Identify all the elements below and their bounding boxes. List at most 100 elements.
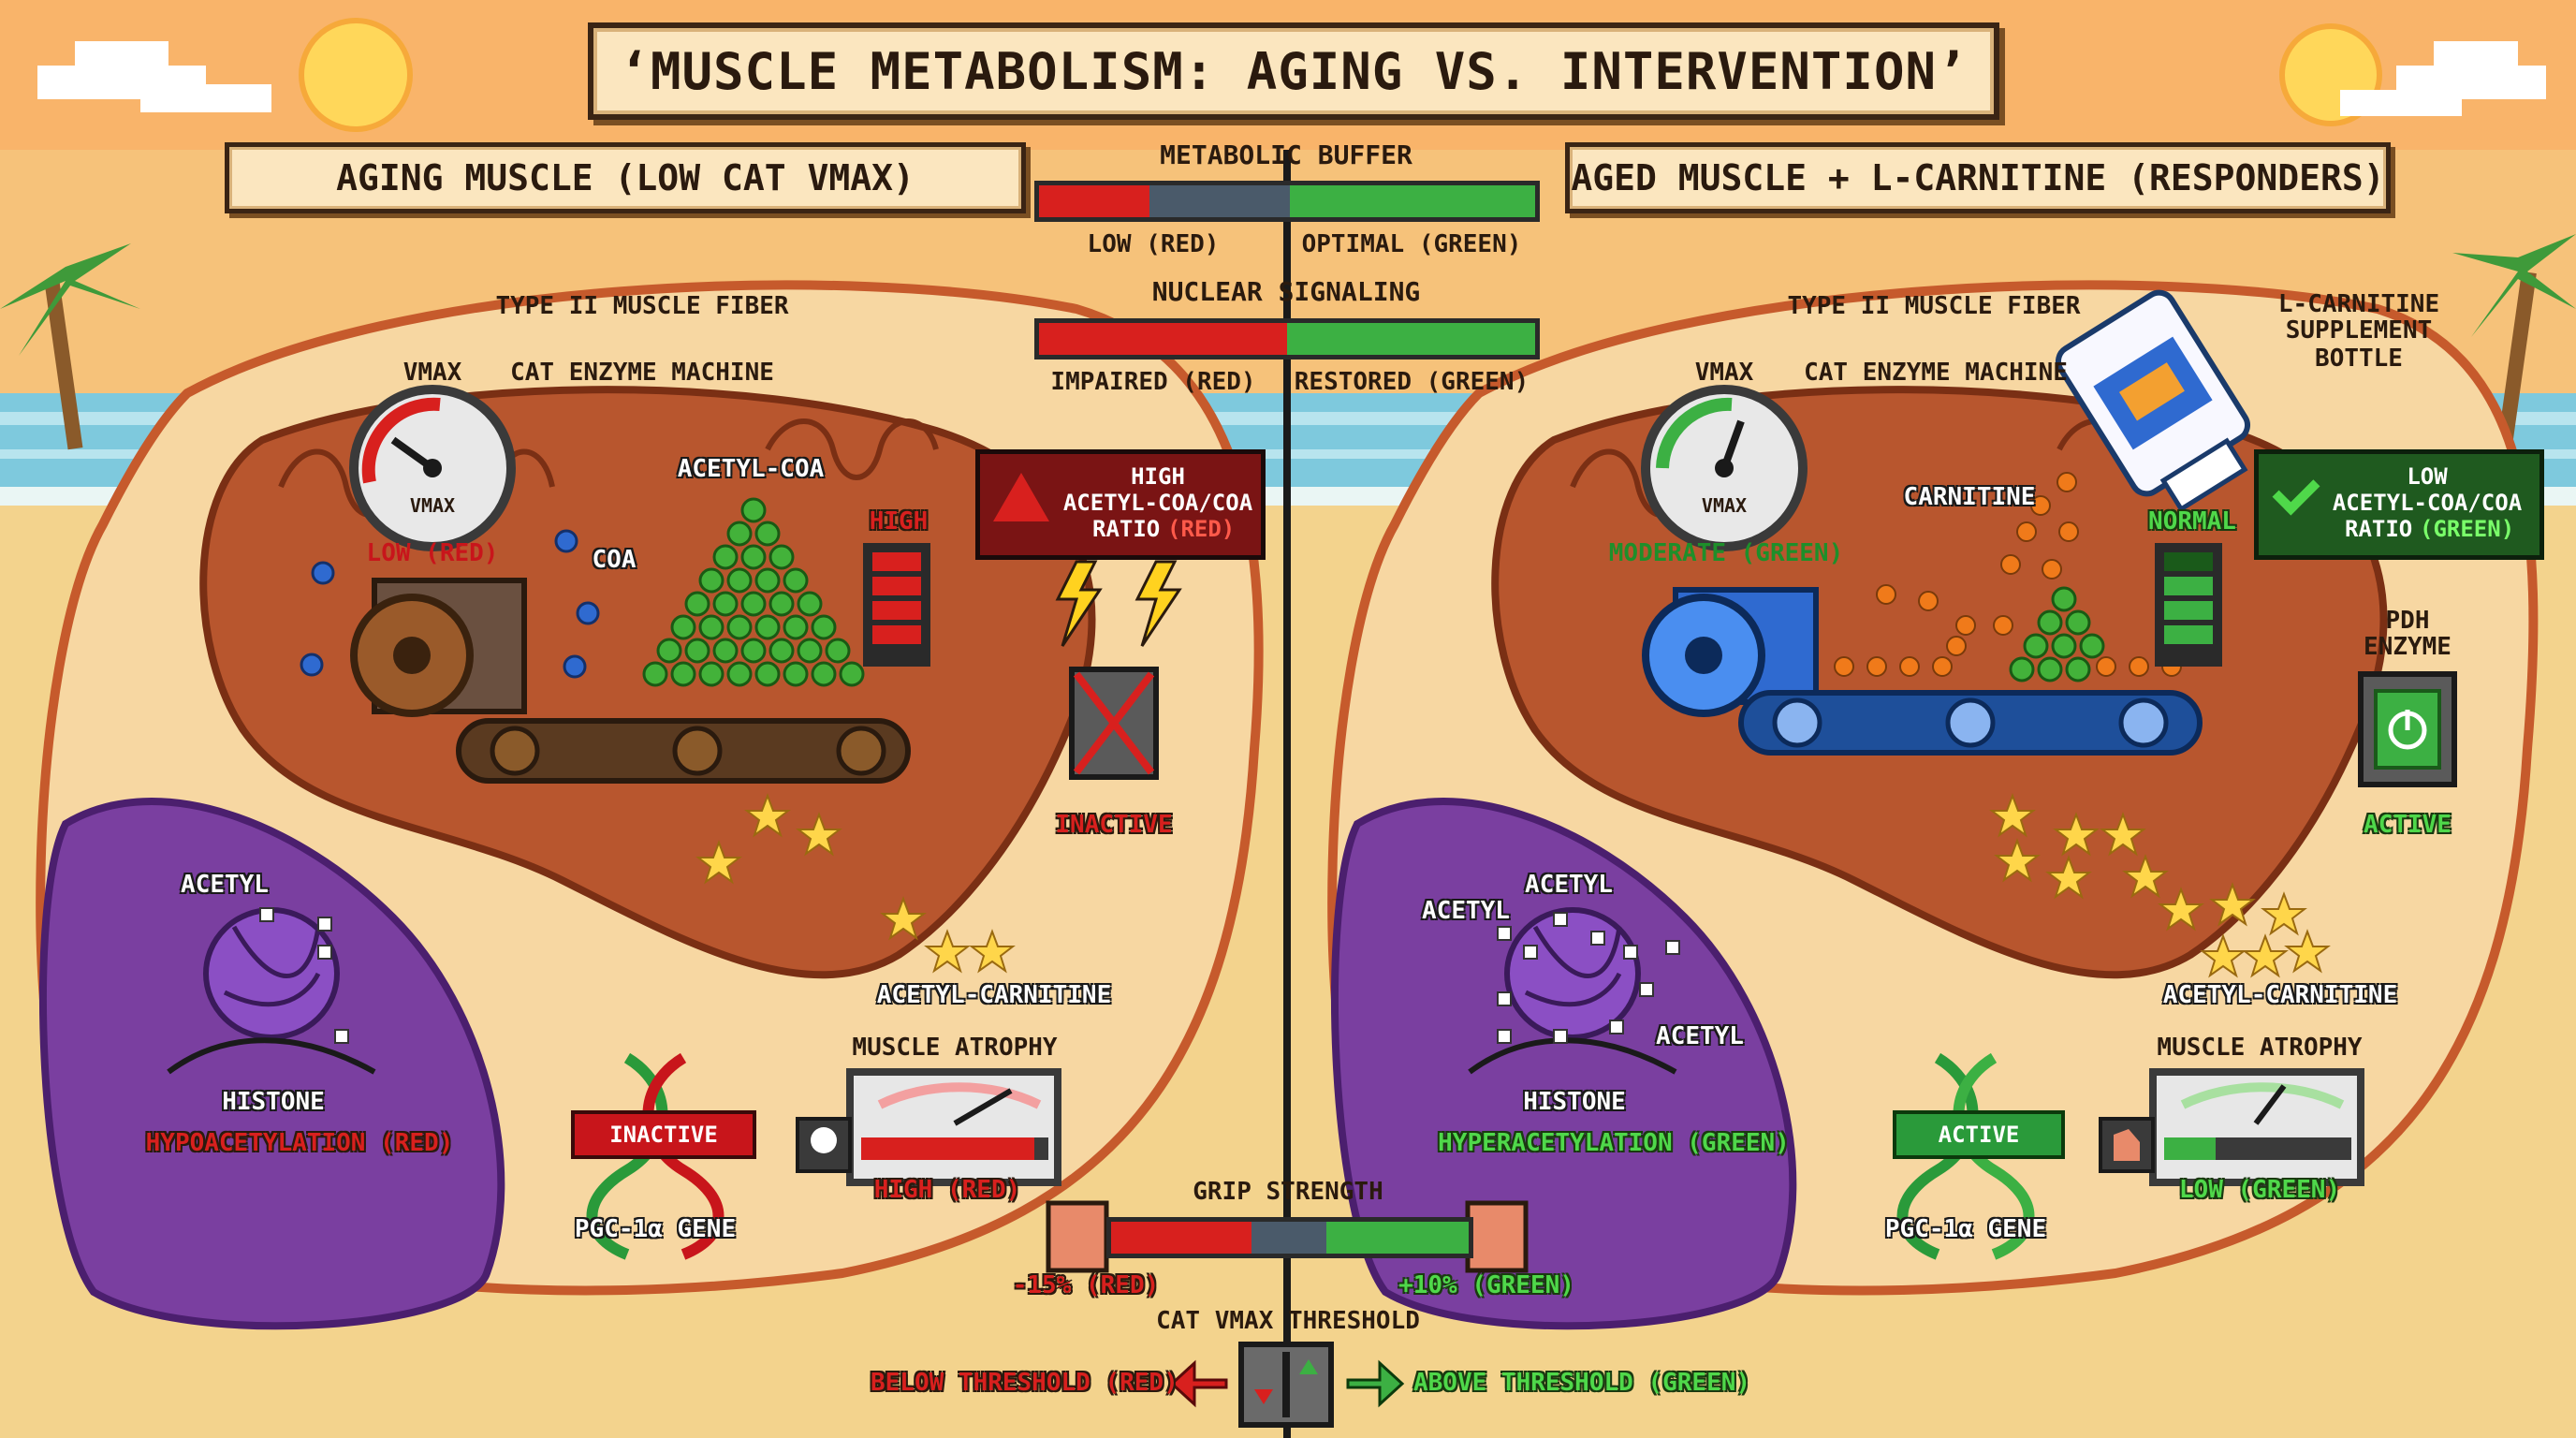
left-level-label: HIGH [869, 507, 929, 536]
main-title: ‘MUSCLE METABOLISM: AGING VS. INTERVENTI… [619, 41, 1969, 101]
right-ratio-indicator: LOW ACETYL-COA/COA RATIO (GREEN) [2254, 449, 2544, 560]
left-fiber-label: TYPE II MUSCLE FIBER [495, 292, 789, 320]
right-atrophy-label: MUSCLE ATROPHY [2157, 1034, 2363, 1062]
right-atrophy-status: LOW (GREEN) [2178, 1176, 2341, 1204]
threshold-switch-icon [1238, 1342, 1334, 1428]
right-histone-status: HYPERACETYLATION (GREEN) [1438, 1129, 1790, 1157]
right-acetyl-markers [1497, 912, 1680, 1044]
left-acetyl-carnitine-stars [695, 793, 1016, 974]
left-gene-badge-text: INACTIVE [609, 1122, 718, 1148]
palm-tree-right-icon [2452, 234, 2576, 460]
cloud-left-icon [37, 41, 271, 112]
right-ratio-status: (GREEN) [2420, 516, 2515, 542]
left-vmax-label: VMAX [402, 359, 462, 387]
left-acetyl-coa-label: ACETYL-COA [677, 455, 825, 483]
left-panel-title: AGING MUSCLE (LOW CAT VMAX) [336, 157, 915, 198]
right-bottle-line2: SUPPLEMENT [2285, 316, 2433, 345]
right-gene-label: PGC-1α GENE [1884, 1215, 2047, 1243]
left-vmax-gauge-icon [349, 385, 516, 551]
right-level-label: NORMAL [2148, 507, 2236, 536]
right-nucleus [1331, 798, 1797, 1330]
left-pdh-status: INACTIVE [1055, 811, 1173, 839]
right-pdh-status: ACTIVE [2364, 811, 2452, 839]
right-atrophy-meter-icon [2099, 1068, 2364, 1186]
right-gene-badge-text: ACTIVE [1938, 1122, 2020, 1148]
left-ratio-line1: HIGH [1131, 463, 1185, 490]
metabolic-buffer-bar [1034, 181, 1540, 222]
threshold-label: CAT VMAX THRESHOLD [1156, 1307, 1420, 1335]
right-acetyl-carnitine-label: ACETYL-CARNITINE [2162, 981, 2398, 1009]
grip-strength-bar [1106, 1217, 1473, 1258]
grip-strength-label: GRIP STRENGTH [1193, 1178, 1383, 1206]
nuclear-signaling-bar [1034, 318, 1540, 360]
grip-strength-left: -15% (RED) [1012, 1271, 1160, 1299]
left-acetyl-coa-pile [642, 497, 865, 687]
right-ratio-line2: ACETYL-COA/COA [2332, 490, 2523, 516]
right-bottle-line3: BOTTLE [2315, 345, 2403, 373]
right-acetyl-carnitine-stars [1989, 793, 2331, 978]
left-histone-label: HISTONE [222, 1088, 325, 1116]
threshold-above: ABOVE THRESHOLD (GREEN) [1413, 1369, 1751, 1397]
metabolic-buffer-optimal: OPTIMAL (GREEN) [1301, 230, 1522, 258]
left-gene-badge: INACTIVE [571, 1110, 756, 1159]
palm-tree-left-icon [0, 243, 140, 450]
right-l-carnitine-bottle-icon [2055, 289, 2251, 513]
right-level-meter-icon [2155, 543, 2222, 667]
left-acetyl-markers [259, 907, 349, 1044]
right-panel-title: AGED MUSCLE + L-CARNITINE (RESPONDERS) [1571, 157, 2385, 198]
right-carnitine-label: CARNITINE [1903, 483, 2036, 511]
nuclear-signaling-label: NUCLEAR SIGNALING [1151, 276, 1421, 307]
left-acetyl-label: ACETYL [181, 871, 269, 899]
checkmark-icon [2272, 467, 2320, 516]
left-coa-label: COA [592, 546, 637, 574]
left-atrophy-status: HIGH (RED) [873, 1176, 1021, 1204]
right-gauge-status: MODERATE (GREEN) [1608, 539, 1844, 567]
grip-strength-right: +10% (GREEN) [1398, 1271, 1574, 1299]
main-title-banner: ‘MUSCLE METABOLISM: AGING VS. INTERVENTI… [588, 22, 1999, 120]
right-gauge-text: VMAX [1701, 494, 1748, 517]
nuclear-signaling-restored: RESTORED (GREEN) [1294, 368, 1530, 396]
right-bottle-line1: L-CARNITINE [2277, 290, 2440, 318]
left-lightning-icon [1055, 560, 1182, 647]
left-ratio-warning: HIGH ACETYL-COA/COA RATIO (RED) [975, 449, 1266, 560]
metabolic-buffer-label: METABOLIC BUFFER [1160, 139, 1412, 170]
left-histone-icon [167, 907, 376, 1075]
right-pdh-line2: ENZYME [2364, 633, 2452, 661]
right-acetyl-label-b: ACETYL [1525, 871, 1613, 899]
right-vmax-label: VMAX [1694, 359, 1754, 387]
grip-left-hand-icon [1046, 1200, 1109, 1273]
right-vmax-gauge-icon [1641, 385, 1808, 551]
left-level-meter-icon [863, 543, 930, 667]
left-ratio-line3: RATIO [1092, 516, 1161, 542]
left-gene-label: PGC-1α GENE [574, 1215, 737, 1243]
left-ratio-status: (RED) [1167, 516, 1236, 542]
cloud-right-icon [2340, 41, 2546, 116]
right-cat-enzyme-machine-icon [1642, 587, 2203, 756]
metabolic-buffer-low: LOW (RED) [1087, 230, 1220, 258]
left-dna-icon [586, 1052, 724, 1260]
left-machine-label: CAT ENZYME MACHINE [510, 359, 774, 387]
right-pdh-active-icon [2358, 671, 2457, 787]
arrow-right-green-icon [1346, 1359, 1405, 1408]
left-nucleus [39, 798, 505, 1330]
nuclear-signaling-impaired: IMPAIRED (RED) [1050, 368, 1256, 396]
right-machine-label: CAT ENZYME MACHINE [1804, 359, 2068, 387]
right-histone-label: HISTONE [1523, 1088, 1626, 1116]
right-acetyl-coa-pile [2009, 586, 2105, 682]
left-coa-molecules [300, 529, 600, 679]
left-ratio-line2: ACETYL-COA/COA [1062, 490, 1253, 516]
left-histone-status: HYPOACETYLATION (RED) [145, 1129, 454, 1157]
right-pdh-line1: PDH [2385, 607, 2430, 635]
right-fiber-label: TYPE II MUSCLE FIBER [1787, 292, 2081, 320]
left-cat-enzyme-machine-icon [350, 578, 911, 784]
threshold-below: BELOW THRESHOLD (RED) [871, 1369, 1178, 1397]
right-acetyl-label-c: ACETYL [1656, 1022, 1744, 1050]
right-panel-header: AGED MUSCLE + L-CARNITINE (RESPONDERS) [1565, 142, 2391, 213]
right-ratio-line3: RATIO [2345, 516, 2413, 542]
right-ratio-line1: LOW [2407, 463, 2448, 490]
arrow-left-red-icon [1169, 1359, 1228, 1408]
left-acetyl-carnitine-label: ACETYL-CARNITINE [876, 981, 1112, 1009]
right-gene-badge: ACTIVE [1893, 1110, 2065, 1159]
sun-left-icon [299, 18, 413, 132]
